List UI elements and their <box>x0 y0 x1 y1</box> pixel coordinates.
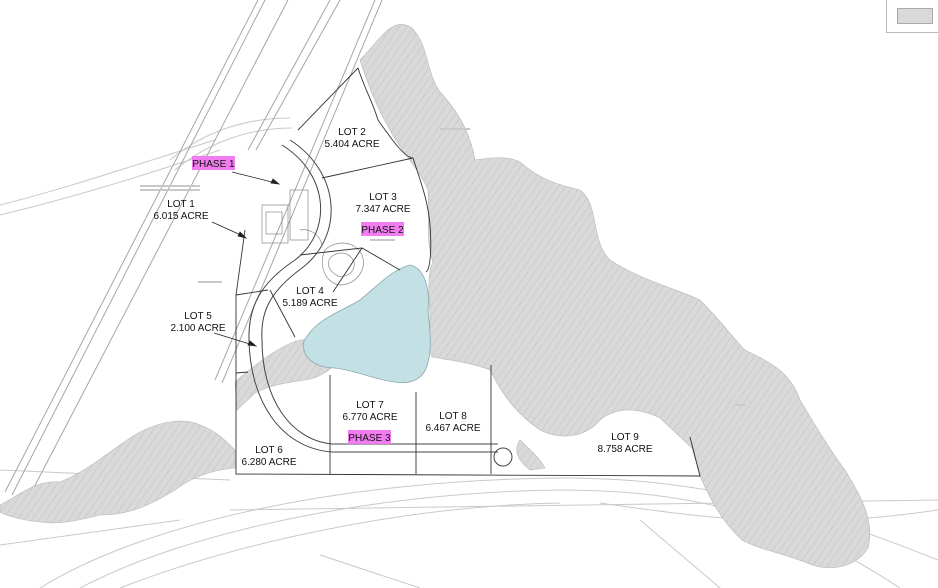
lot-8[interactable]: LOT 8 6.467 ACRE <box>425 411 480 434</box>
lot-6-area: 6.280 ACRE <box>241 457 296 468</box>
lot-boundaries <box>235 67 701 477</box>
lot-4-area: 5.189 ACRE <box>282 298 337 309</box>
phase-3-label: PHASE 3 <box>348 433 391 444</box>
lot-3-area: 7.347 ACRE <box>355 204 410 215</box>
lot-8-name: LOT 8 <box>439 411 467 422</box>
lot-4[interactable]: LOT 4 5.189 ACRE <box>282 286 337 309</box>
leader-arrows <box>211 171 281 347</box>
lot-8-area: 6.467 ACRE <box>425 423 480 434</box>
lot-6[interactable]: LOT 6 6.280 ACRE <box>241 445 296 468</box>
lot-5-area: 2.100 ACRE <box>170 323 225 334</box>
phase-1-highlight <box>192 156 235 170</box>
steep-terrain-area <box>0 24 871 568</box>
phase-1-label: PHASE 1 <box>192 159 235 170</box>
lot-9-area: 8.758 ACRE <box>597 444 652 455</box>
plan-annotations <box>140 128 745 406</box>
phase-2-label: PHASE 2 <box>361 225 404 236</box>
lot-1-area: 6.015 ACRE <box>153 211 208 222</box>
phase-2-highlight <box>361 222 404 236</box>
lot-6-name: LOT 6 <box>255 445 283 456</box>
site-features <box>261 189 364 286</box>
terrain-hatch-swatch-icon <box>897 8 933 24</box>
lot-2[interactable]: LOT 2 5.404 ACRE <box>324 127 379 150</box>
map-legend <box>886 0 938 33</box>
lot-1-name: LOT 1 <box>167 199 195 210</box>
lot-3[interactable]: LOT 3 7.347 ACRE <box>355 192 410 215</box>
lot-4-name: LOT 4 <box>296 286 324 297</box>
lot-5[interactable]: LOT 5 2.100 ACRE <box>170 311 225 334</box>
retention-pond <box>302 264 431 384</box>
lot-3-name: LOT 3 <box>369 192 397 203</box>
background-roads <box>0 117 938 588</box>
lot-9-name: LOT 9 <box>611 432 639 443</box>
phase-3-highlight <box>348 430 391 444</box>
internal-road <box>248 139 513 467</box>
lot-5-name: LOT 5 <box>184 311 212 322</box>
lot-2-area: 5.404 ACRE <box>324 139 379 150</box>
highway-corridor <box>4 0 383 496</box>
phase-highlights <box>192 156 404 444</box>
lot-1[interactable]: LOT 1 6.015 ACRE <box>153 199 208 222</box>
lot-7[interactable]: LOT 7 6.770 ACRE <box>342 400 397 423</box>
lot-7-area: 6.770 ACRE <box>342 412 397 423</box>
lot-9[interactable]: LOT 9 8.758 ACRE <box>597 432 652 455</box>
lot-7-name: LOT 7 <box>356 400 384 411</box>
lot-2-name: LOT 2 <box>338 127 366 138</box>
